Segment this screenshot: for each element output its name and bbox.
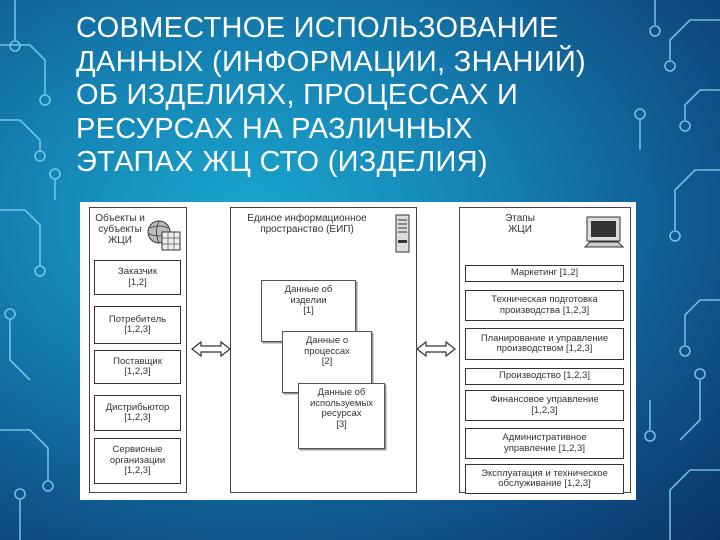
actor-box: Потребитель[1,2,3] [94,306,181,344]
stage-box: Производство [1,2,3] [465,368,624,385]
center-header: Единое информационное пространство (ЕИП) [247,213,367,235]
server-icon [395,214,410,253]
title-line: ОБ ИЗДЕЛИЯХ, ПРОЦЕССАХ И [76,79,519,111]
lifecycle-diagram: Объекты и субъекты ЖЦИ Заказчик[1,2] Потр… [80,202,636,500]
double-arrow-left [191,340,231,358]
title-line: ДАННЫХ (ИНФОРМАЦИИ, ЗНАНИЙ) [76,45,586,78]
right-header: Этапы ЖЦИ [505,213,535,235]
left-column [89,207,187,493]
globe-calendar-icon [147,220,181,251]
computer-icon [584,216,624,248]
actor-box: Поставщик[1,2,3] [94,350,181,384]
title-line: СОВМЕСТНОЕ ИСПОЛЬЗОВАНИЕ [76,12,559,44]
title-line: ЭТАПАХ ЖЦ СТО (ИЗДЕЛИЯ) [76,146,488,178]
doc-resource-data: Данные об используемых ресурсах [3] [298,383,385,449]
left-header: Объекты и субъекты ЖЦИ [95,213,145,246]
stage-box: Финансовое управление[1,2,3] [465,390,624,421]
doc-process-data: Данные о процессах [2] [282,331,372,393]
title-line: РЕСУРСАХ НА РАЗЛИЧНЫХ [76,112,473,145]
actor-box: Заказчик[1,2] [94,260,181,295]
slide-title: СОВМЕСТНОЕ ИСПОЛЬЗОВАНИЕ ДАННЫХ (ИНФОРМА… [76,12,636,180]
stage-box: Маркетинг [1,2] [465,265,624,282]
double-arrow-right [416,340,456,358]
center-column [230,207,417,493]
actor-box: Дистрибьютор[1,2,3] [94,395,181,431]
